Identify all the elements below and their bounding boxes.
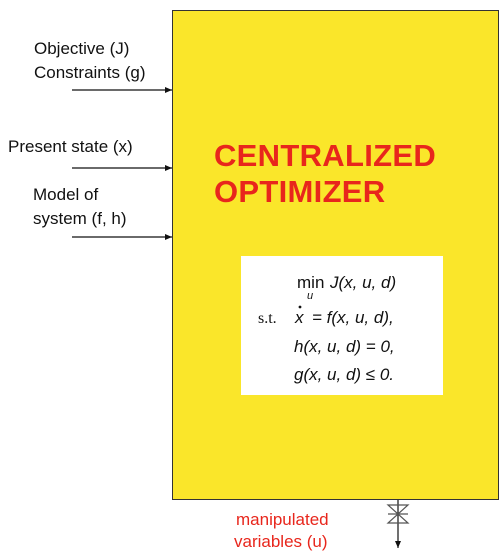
dynamics-constraint: = f(x, u, d),: [312, 308, 394, 327]
min-operator: min: [297, 273, 324, 292]
formula-box: min u J(x, u, d) s.t. x = f(x, u, d), h(…: [241, 256, 443, 395]
optimizer-block: [172, 10, 499, 500]
optimizer-title-line2: OPTIMIZER: [214, 174, 386, 209]
equality-constraint: h(x, u, d) = 0,: [294, 337, 395, 356]
objective-label: Objective (J): [34, 39, 130, 58]
subject-to-label: s.t.: [258, 310, 277, 327]
state-variable: x: [294, 308, 304, 327]
model-label-line1: Model of: [33, 185, 99, 204]
optimization-formula: min u J(x, u, d) s.t. x = f(x, u, d), h(…: [258, 273, 396, 384]
present-state-label: Present state (x): [8, 137, 133, 156]
output-label-line1: manipulated: [236, 510, 329, 529]
time-derivative-dot: [298, 305, 302, 309]
optimizer-title-line1: CENTRALIZED: [214, 138, 437, 173]
inequality-constraint: g(x, u, d) ≤ 0.: [294, 365, 394, 384]
model-label-line2: system (f, h): [33, 209, 127, 228]
min-subscript: u: [307, 290, 313, 302]
valve-icon: [386, 504, 410, 524]
constraints-label: Constraints (g): [34, 63, 146, 82]
objective-expression: J(x, u, d): [329, 273, 396, 292]
output-label-line2: variables (u): [234, 532, 328, 551]
